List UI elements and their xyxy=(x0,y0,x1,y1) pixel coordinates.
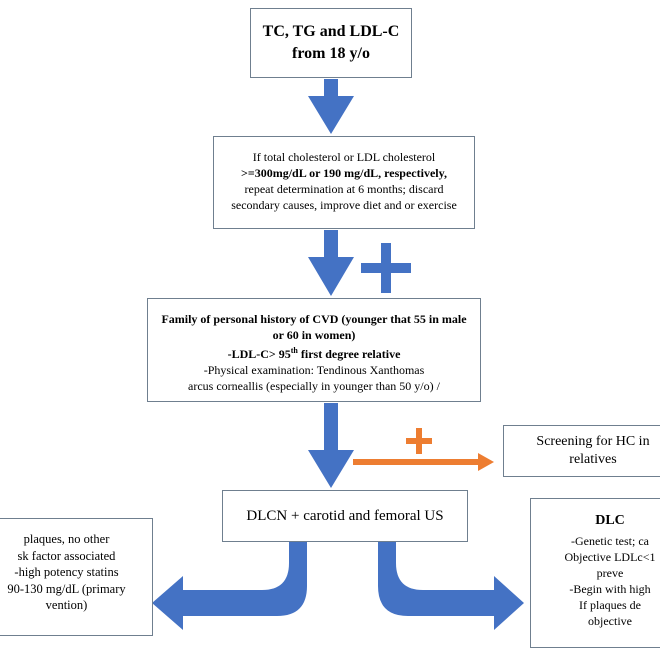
left-box-line-2: sk factor associated xyxy=(17,548,116,563)
right-box-line-5: -Begin with high xyxy=(569,582,651,596)
history-box-line-5: arcus corneallis (especially in younger … xyxy=(188,379,440,393)
right-box-title: DLC xyxy=(595,513,625,528)
left-box-line-4: 90-130 mg/dL (primary xyxy=(7,581,126,596)
history-box-line-1: Family of personal history of CVD (young… xyxy=(161,312,467,326)
left-box-line-5: vention) xyxy=(45,598,88,612)
down-arrow-2 xyxy=(308,230,354,296)
history-box-line-2: or 60 in women) xyxy=(272,328,356,342)
history-ordinal-suffix: th xyxy=(290,346,298,355)
repeat-box-line-1: If total cholesterol or LDL cholesterol xyxy=(252,150,436,164)
repeat-box-line-3: repeat determination at 6 months; discar… xyxy=(244,182,444,196)
blue-plus-icon xyxy=(361,243,411,293)
dlcn-box-line-1: DLCN + carotid and femoral US xyxy=(246,508,444,524)
start-box-line-2: from 18 y/o xyxy=(292,45,370,62)
right-box-line-3: Objective LDLc<1 xyxy=(564,550,656,564)
repeat-determination-box: If total cholesterol or LDL cholesterol … xyxy=(213,136,475,229)
left-box-line-3: -high potency statins xyxy=(14,565,119,579)
bent-arrow-right xyxy=(378,542,524,630)
right-box-line-2: -Genetic test; ca xyxy=(571,534,649,548)
screening-relatives-box: Screening for HC in relatives xyxy=(503,425,660,477)
right-box-line-4: preve xyxy=(596,566,624,580)
left-box-line-1: plaques, no other xyxy=(23,532,110,546)
right-box-line-7: objective xyxy=(588,614,632,628)
start-lipid-test-box: TC, TG and LDL-C from 18 y/o xyxy=(250,8,412,78)
down-arrow-3 xyxy=(308,403,354,488)
down-arrow-1 xyxy=(308,79,354,134)
dlcn-positive-treatment-box: DLC -Genetic test; ca Objective LDLc<1 p… xyxy=(530,498,660,648)
history-box-line-4: -Physical examination: Tendinous Xanthom… xyxy=(203,363,425,377)
history-ldl-prefix: -LDL-C> 95 xyxy=(227,347,291,361)
repeat-box-line-4: secondary causes, improve diet and or ex… xyxy=(231,198,457,212)
history-box-line-3: -LDL-C> 95th first degree relative xyxy=(148,343,480,362)
start-box-line-1: TC, TG and LDL-C xyxy=(262,23,400,40)
screening-box-line-1: Screening for HC in xyxy=(536,434,650,449)
bent-arrow-left xyxy=(152,542,307,630)
history-criteria-box: Family of personal history of CVD (young… xyxy=(147,298,481,402)
repeat-box-line-2: >=300mg/dL or 190 mg/dL, respectively, xyxy=(241,166,447,180)
no-plaques-treatment-box: plaques, no other sk factor associated -… xyxy=(0,518,153,636)
screening-box-line-2: relatives xyxy=(569,452,617,467)
orange-arrow-right xyxy=(353,453,494,471)
history-ldl-suffix: first degree relative xyxy=(297,347,401,361)
dlcn-ultrasound-box: DLCN + carotid and femoral US xyxy=(222,490,468,542)
right-box-line-6: If plaques de xyxy=(579,598,641,612)
orange-plus-icon xyxy=(406,428,432,454)
